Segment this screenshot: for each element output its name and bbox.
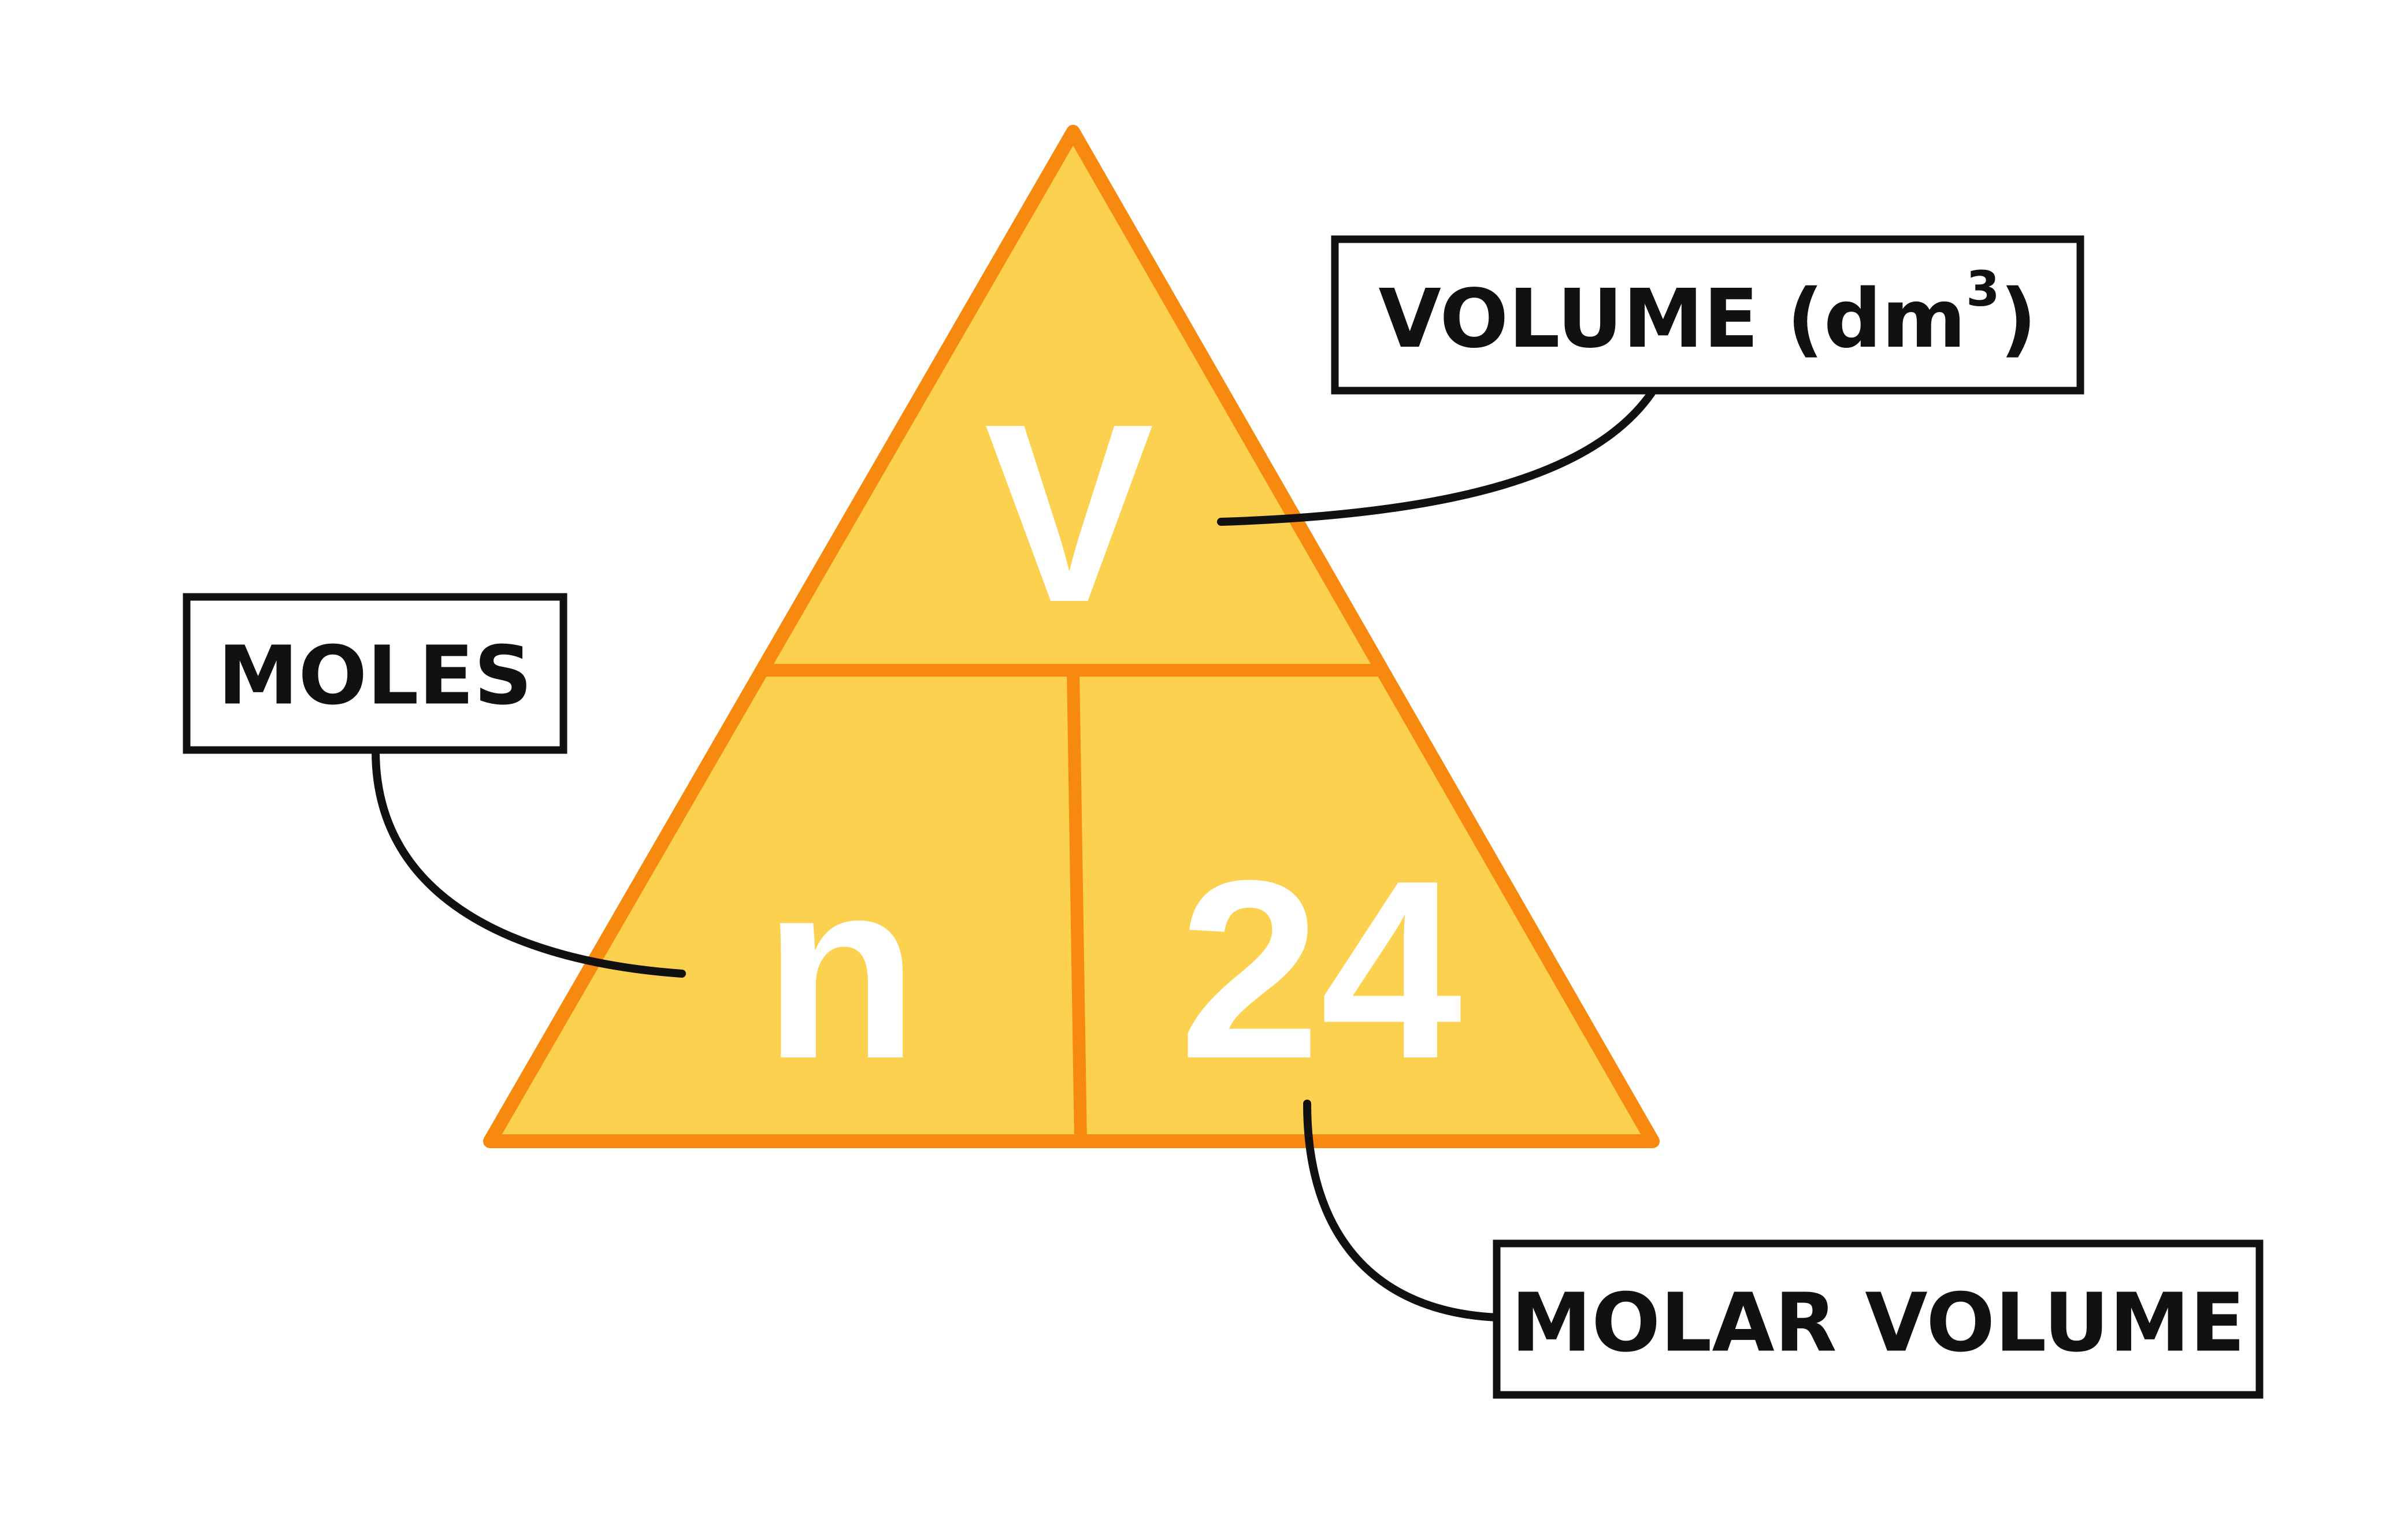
volume-label-main: VOLUME (dm: [1378, 272, 1966, 366]
volume-label-closing: ): [2000, 272, 2037, 366]
moles-label: MOLES: [183, 593, 567, 754]
volume-leader-line: [1217, 389, 1656, 526]
molar-volume-label-text: MOLAR VOLUME: [1511, 1276, 2245, 1371]
moles-symbol: n: [763, 828, 919, 1112]
volume-label-box: [1331, 235, 2084, 395]
molar-volume-symbol: 24: [1179, 828, 1463, 1112]
moles-label-box: [183, 593, 567, 754]
formula-triangle: [490, 132, 1653, 1141]
molar-volume-leader-line: [1303, 1100, 1501, 1321]
moles-label-text: MOLES: [218, 629, 532, 723]
triangle-outline: [483, 125, 1660, 1148]
molar-volume-label-box: [1493, 1239, 2264, 1399]
volume-label: VOLUME (dm3): [1331, 235, 2084, 395]
volume-label-text: VOLUME (dm3): [1378, 261, 2036, 366]
molar-volume-label: MOLAR VOLUME: [1493, 1239, 2264, 1399]
moles-leader-line: [372, 747, 686, 978]
volume-symbol: V: [984, 372, 1155, 655]
triangle-vertical-divider: [1067, 664, 1087, 1148]
volume-label-superscript: 3: [1966, 261, 1999, 317]
